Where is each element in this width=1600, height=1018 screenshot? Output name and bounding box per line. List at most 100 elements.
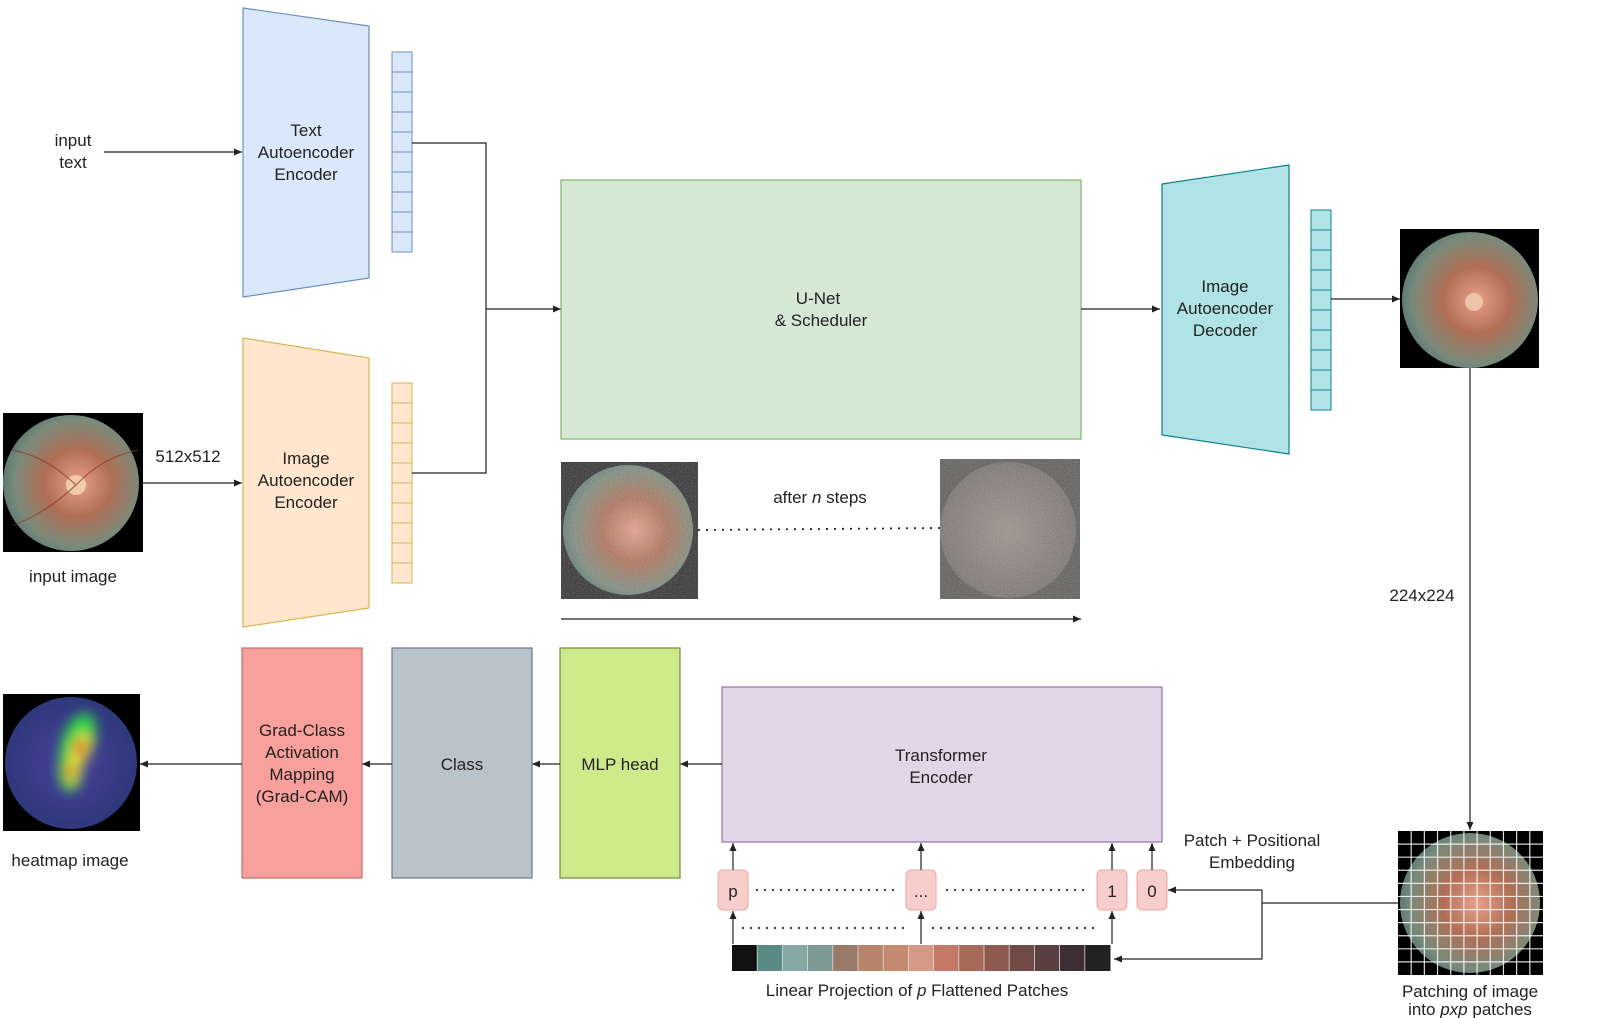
vector-cell — [1310, 269, 1332, 291]
vector-cell — [391, 211, 413, 233]
vector-cell — [391, 562, 413, 584]
svg-text:p: p — [728, 882, 737, 901]
input-size-label: 512x512 — [155, 447, 220, 466]
svg-text:(Grad-CAM): (Grad-CAM) — [256, 787, 349, 806]
image-latent-vector — [391, 382, 413, 584]
patch-tile — [984, 945, 1010, 971]
patching-caption-line1: Patching of image — [1402, 982, 1538, 1001]
decoder-output-vector — [1310, 209, 1332, 411]
svg-text:Encoder: Encoder — [909, 768, 973, 787]
vector-cell — [391, 91, 413, 113]
image-autoencoder-encoder: Image Autoencoder Encoder — [242, 337, 370, 628]
vector-cell — [391, 462, 413, 484]
svg-text:MLP head: MLP head — [581, 755, 658, 774]
vector-cell — [1310, 369, 1332, 391]
token-0: 0 — [1136, 869, 1168, 911]
transformer-encoder-block: Transformer Encoder — [721, 686, 1163, 843]
embedding-label-line1: Patch + Positional — [1184, 831, 1321, 850]
patch-tile — [1084, 945, 1111, 971]
patch-tile — [807, 945, 834, 971]
svg-text:Decoder: Decoder — [1193, 321, 1258, 340]
steps-label: after n steps — [773, 488, 867, 507]
svg-text:Activation: Activation — [265, 743, 339, 762]
svg-text:0: 0 — [1147, 882, 1156, 901]
token-p: p — [717, 869, 749, 911]
patch-tile — [782, 945, 809, 971]
unet-scheduler-block: U-Net & Scheduler — [560, 179, 1082, 440]
svg-text:Encoder: Encoder — [274, 493, 338, 512]
vector-cell — [391, 402, 413, 424]
connector-text-latent — [412, 142, 487, 309]
connector-image-latent — [412, 309, 487, 474]
patched-fundus-image — [1398, 831, 1543, 975]
svg-text:...: ... — [914, 882, 928, 901]
svg-text:Grad-Class: Grad-Class — [259, 721, 345, 740]
patch-tile — [1034, 945, 1061, 971]
vector-cell — [391, 131, 413, 153]
diffusion-start-image — [561, 462, 698, 599]
token-ellipsis: ... — [905, 869, 937, 911]
vector-cell — [391, 542, 413, 564]
generated-fundus-image — [1400, 229, 1539, 368]
vector-cell — [1310, 229, 1332, 251]
patch-grid — [1398, 831, 1543, 975]
vector-cell — [1310, 309, 1332, 331]
patch-tile — [832, 945, 859, 971]
patch-tile — [933, 945, 960, 971]
vector-cell — [391, 171, 413, 193]
vector-cell — [391, 231, 413, 253]
patch-tile — [858, 945, 884, 971]
resize-label: 224x224 — [1389, 586, 1454, 605]
vector-cell — [1310, 389, 1332, 411]
svg-text:Encoder: Encoder — [274, 165, 338, 184]
image-autoencoder-decoder: Image Autoencoder Decoder — [1161, 164, 1290, 455]
vector-cell — [1310, 289, 1332, 311]
svg-text:Transformer: Transformer — [895, 746, 987, 765]
text-latent-vector — [391, 51, 413, 253]
vector-cell — [1310, 349, 1332, 371]
patch-tile — [1009, 945, 1035, 971]
patching-caption-line2: into pxp patches — [1408, 1000, 1532, 1018]
connector-to-projection — [1114, 903, 1263, 963]
token-1: 1 — [1096, 869, 1128, 911]
dotted-step-line — [697, 527, 941, 531]
patch-tile — [1059, 945, 1086, 971]
svg-text:input: input — [55, 131, 92, 150]
mlp-head-block: MLP head — [559, 647, 681, 879]
vector-cell — [391, 522, 413, 544]
vector-cell — [391, 382, 413, 404]
flattened-patch-strip — [732, 945, 1111, 971]
class-block: Class — [391, 647, 533, 879]
svg-text:& Scheduler: & Scheduler — [775, 311, 868, 330]
projection-caption: Linear Projection of p Flattened Patches — [766, 981, 1068, 1000]
embedding-label-line2: Embedding — [1209, 853, 1295, 872]
vector-cell — [391, 442, 413, 464]
svg-text:Autoencoder: Autoencoder — [1177, 299, 1274, 318]
svg-text:1: 1 — [1107, 882, 1116, 901]
vector-cell — [391, 502, 413, 524]
patch-tile — [908, 945, 935, 971]
patch-tile — [958, 945, 985, 971]
svg-text:Mapping: Mapping — [269, 765, 334, 784]
patch-tile — [757, 945, 783, 971]
vector-cell — [391, 111, 413, 133]
svg-text:Autoencoder: Autoencoder — [258, 471, 355, 490]
svg-text:Image: Image — [282, 449, 329, 468]
vector-cell — [391, 51, 413, 73]
heatmap-image — [3, 694, 140, 831]
vector-cell — [391, 151, 413, 173]
vector-cell — [1310, 329, 1332, 351]
diffusion-noisy-image — [940, 459, 1080, 599]
connector-patches — [1261, 890, 1398, 904]
patch-tile — [732, 945, 758, 971]
patch-tile — [883, 945, 909, 971]
vector-cell — [1310, 249, 1332, 271]
input-fundus-image — [3, 413, 143, 552]
text-autoencoder-encoder: Text Autoencoder Encoder — [242, 7, 370, 298]
svg-text:U-Net: U-Net — [796, 289, 841, 308]
vector-cell — [391, 71, 413, 93]
svg-text:Text: Text — [290, 121, 321, 140]
gradcam-block: Grad-Class Activation Mapping (Grad-CAM) — [241, 647, 363, 879]
vector-cell — [1310, 209, 1332, 231]
